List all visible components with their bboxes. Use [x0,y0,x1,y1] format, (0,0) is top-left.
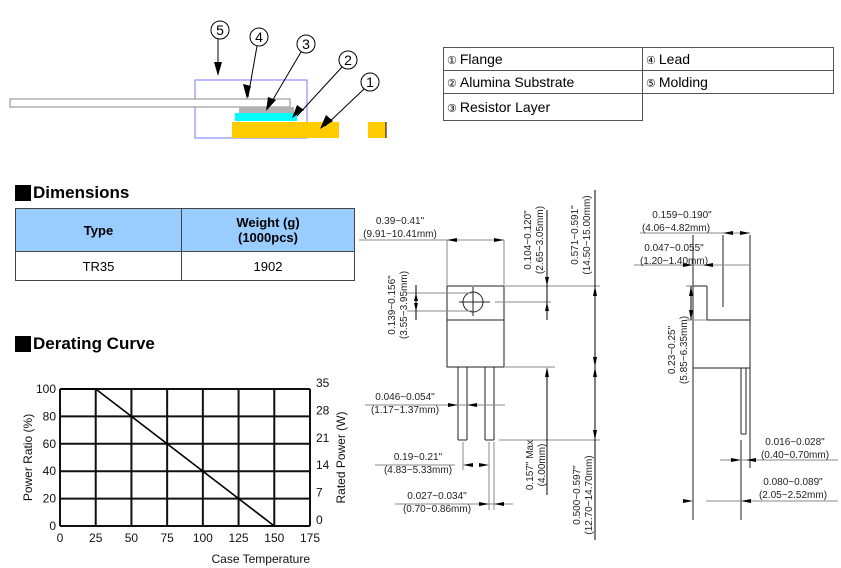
y-tick-label: 0 [49,519,56,533]
callout-3: 3 [266,34,316,111]
dim-height-in: 0.571~0.591" [570,205,581,265]
dim-leadt-in: 0.027~0.034" [407,491,467,502]
tab-body [446,285,505,321]
dim-holepos-in: 0.104~0.120" [523,210,534,270]
x-tick-label: 50 [125,531,139,545]
y2-tick-label: 14 [316,458,330,472]
x-axis-label: Case Temperature [212,552,311,566]
derating-chart: 0 25 50 75 100 125 150 175 0 20 40 60 80 100 0 7 14 21 28 3… [21,376,348,566]
callout-2: 2 [292,50,358,118]
flange-tab-shape [368,122,386,138]
cell-weight: 1902 [181,251,355,281]
y2-tick-label: 35 [316,376,330,390]
dim-leadw-in: 0.046~0.054" [375,392,435,403]
dim-thickness-mm: (4.06~4.82mm) [642,223,710,234]
cell-type: TR35 [15,251,182,281]
y-tick-label: 100 [36,382,56,396]
x-tick-label: 0 [57,531,64,545]
heading-square-icon [15,185,31,201]
package-body [446,319,505,368]
svg-text:1: 1 [366,74,374,90]
dim-tab-in: 0.23~0.25" [667,325,678,374]
dim-offset-in: 0.080~0.089" [763,477,823,488]
y2-tick-label: 7 [316,486,323,500]
table-row: TR35 1902 [15,251,355,281]
y-tick-label: 20 [43,492,57,506]
header-weight: Weight (g)(1000pcs) [181,208,355,252]
x-tick-label: 100 [193,531,213,545]
dim-height-mm: (14.50~15.00mm) [582,195,593,274]
dim-holepos-mm: (2.65~3.05mm) [535,206,546,274]
dim-flange-in: 0.047~0.055" [644,243,704,254]
dim-leadt-mm: (0.70~0.86mm) [403,504,471,515]
dim-hole-in: 0.139~0.156" [387,275,398,335]
side-view-drawing: 0.159~0.190" (4.06~4.82mm) 0.047~0.055" … [634,210,838,520]
dim-leadlen-mm: (12.70~14.70mm) [584,455,595,534]
x-tick-label: 125 [229,531,249,545]
x-tick-label: 25 [89,531,103,545]
x-tick-label: 75 [160,531,174,545]
dim-hole-mm: (3.55~3.95mm) [399,271,410,339]
y-tick-label: 80 [43,409,57,423]
y2-tick-label: 0 [316,513,323,527]
dim-offset-mm: (2.05~2.52mm) [759,490,827,501]
dim-width-in: 0.39~0.41" [376,216,425,227]
svg-text:2: 2 [344,52,352,68]
svg-text:4: 4 [255,29,263,45]
y-tick-label: 60 [43,437,57,451]
dim-sleadt-in: 0.016~0.028" [765,437,825,448]
dim-pitch-mm: (4.83~5.33mm) [384,465,452,476]
callout-4: 4 [243,27,269,99]
derating-heading: Derating Curve [15,334,155,354]
dim-pitch-in: 0.19~0.21" [394,452,443,463]
y2-tick-label: 21 [316,431,330,445]
y2-tick-label: 28 [316,403,330,417]
dim-width-mm: (9.91~10.41mm) [363,229,437,240]
callout-5: 5 [210,20,230,76]
dim-tab-mm: (5.85~6.35mm) [679,316,690,384]
dim-sleadt-mm: (0.40~0.70mm) [761,450,829,461]
flange-shape [232,122,339,138]
front-view-drawing: 0.39~0.41" (9.91~10.41mm) 0.139~0.156" (… [359,190,600,540]
callout-1: 1 [320,72,380,129]
heading-square-icon [15,336,31,352]
y-tick-label: 40 [43,464,57,478]
dim-shoulder-in: 0.157" Max [525,440,536,490]
dimensions-table: Type Weight (g)(1000pcs) TR35 1902 [15,208,355,281]
x-tick-label: 150 [264,531,284,545]
dim-thickness-in: 0.159~0.190" [652,210,712,221]
svg-text:3: 3 [302,36,310,52]
dim-leadw-mm: (1.17~1.37mm) [371,405,439,416]
substrate-shape [235,113,297,121]
dim-leadlen-in: 0.500~0.597" [572,465,583,525]
dim-shoulder-mm: (4.00mm) [537,444,548,487]
y2-axis-label: Rated Power (W) [334,411,348,503]
structure-diagram: 5 4 3 2 1 [9,20,387,139]
x-tick-label: 175 [300,531,320,545]
lead-shape [9,98,291,108]
header-type: Type [15,208,182,252]
y-axis-label: Power Ratio (%) [21,414,35,501]
dimensions-heading: Dimensions [15,183,129,203]
dim-flange-mm: (1.20~1.40mm) [640,256,708,267]
svg-text:5: 5 [216,22,224,38]
